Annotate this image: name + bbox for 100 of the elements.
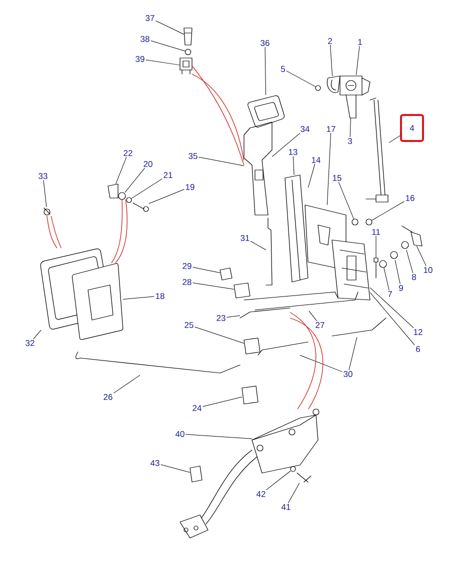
leader-line [326, 132, 332, 206]
rod [266, 218, 272, 286]
assembly-line [115, 199, 128, 264]
callout-number: 12 [414, 329, 422, 335]
spring [118, 192, 126, 200]
clip [244, 338, 260, 354]
callout-number: 15 [332, 175, 342, 181]
rod [258, 342, 308, 356]
callout-number: 14 [312, 157, 320, 163]
assembly-line [46, 216, 58, 248]
callout-number: 8 [412, 274, 416, 280]
leader-line [114, 374, 140, 394]
callout-number: 11 [372, 229, 380, 235]
leader-line [266, 470, 291, 490]
rod [366, 98, 388, 202]
lock-body [326, 76, 340, 93]
washer [390, 251, 398, 259]
callout-number: 40 [175, 431, 184, 437]
plate [402, 226, 422, 246]
washer [126, 197, 132, 203]
lock-cylinder [340, 76, 370, 96]
leader-line [226, 315, 240, 318]
callout-number: 17 [326, 126, 336, 132]
leader-line [192, 266, 220, 273]
washer [401, 241, 409, 249]
clip [242, 386, 258, 404]
bolt [374, 258, 378, 278]
leader-line [43, 180, 47, 208]
leader-line [394, 260, 400, 284]
leader-line [356, 46, 360, 76]
clip [190, 466, 202, 482]
leader-line [194, 326, 244, 344]
clip [180, 58, 192, 74]
nut [315, 85, 321, 91]
latch [332, 240, 370, 300]
bolt [352, 218, 358, 226]
leader-line [308, 310, 317, 322]
leader-line [370, 288, 414, 328]
callout-number: 25 [184, 322, 194, 328]
leader-line [272, 132, 300, 157]
callout-number: 39 [136, 56, 144, 62]
handle [72, 263, 124, 340]
assembly-line [290, 318, 324, 410]
screw [44, 208, 50, 216]
rod [332, 318, 386, 336]
callout-number: 33 [38, 173, 48, 179]
callout-number: 35 [188, 153, 198, 159]
callout-number: 6 [416, 346, 420, 352]
lever [346, 94, 356, 118]
leader-line [198, 156, 244, 166]
leader-line [250, 241, 266, 250]
callout-number: 32 [26, 340, 34, 346]
bracket [244, 122, 272, 216]
callout-number: 18 [156, 293, 164, 299]
screw [184, 28, 192, 46]
callout-number: 34 [300, 126, 310, 132]
callout-number: 42 [256, 491, 266, 497]
leader-line [338, 182, 354, 220]
callout-number: 43 [150, 460, 160, 466]
screw [132, 202, 149, 212]
washer [184, 48, 192, 56]
callout-number: 41 [281, 504, 290, 510]
callout-number: 38 [140, 36, 150, 42]
clip [234, 282, 250, 298]
leader-line [202, 396, 242, 407]
bolt [296, 472, 312, 482]
callout-number: 20 [144, 161, 152, 167]
handle [248, 95, 285, 128]
callout-number: 23 [216, 315, 226, 321]
callout-number: 24 [192, 405, 202, 411]
leader-line [160, 464, 190, 473]
washer [290, 466, 296, 472]
leader-line [308, 164, 316, 188]
callout-number: 21 [164, 172, 172, 178]
leader-line [124, 168, 145, 193]
callout-number: 16 [406, 195, 414, 201]
cap [108, 184, 118, 198]
leader-line [372, 201, 404, 220]
leader-line [370, 292, 415, 346]
clip [220, 268, 232, 280]
callout-number: 29 [182, 263, 192, 269]
callout-number: 5 [280, 66, 286, 72]
leader-line [131, 178, 162, 199]
leader-line [156, 20, 184, 34]
callout-number: 3 [348, 138, 352, 144]
leader-line [116, 156, 127, 184]
leader-line [350, 118, 351, 138]
leader-line [300, 354, 342, 372]
assembly-line [290, 312, 316, 410]
leader-line [150, 40, 186, 52]
leader-line [292, 156, 294, 176]
washer [379, 260, 387, 268]
leader-line [264, 46, 266, 96]
nut [366, 218, 372, 226]
leader-line [122, 296, 154, 300]
actuator [252, 408, 320, 474]
leader-line [330, 44, 333, 76]
leader-line [286, 70, 316, 87]
callout-number: 7 [388, 291, 392, 297]
callout-number: 19 [186, 184, 194, 190]
